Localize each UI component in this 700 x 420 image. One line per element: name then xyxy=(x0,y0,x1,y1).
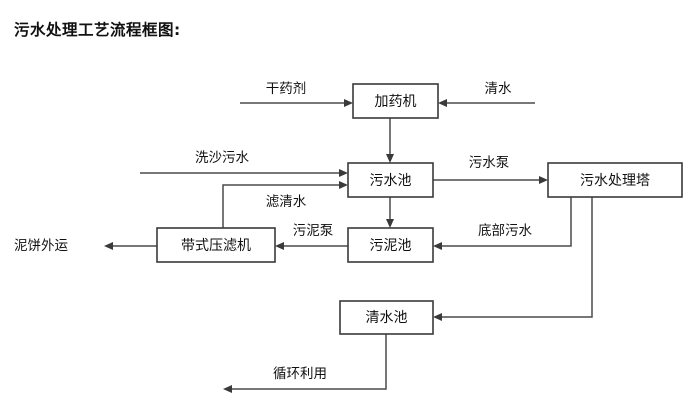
edge-dry-agent-to-dosing-machine: 干药剂 xyxy=(240,81,353,107)
node-treatment-tower[interactable]: 污水处理塔 xyxy=(547,162,683,198)
edge-label-recycle-use: 循环利用 xyxy=(273,366,327,382)
edge-sludge-pump-to-belt-filter: 污泥泵 xyxy=(275,223,348,250)
edge-label-sludge-pump: 污泥泵 xyxy=(293,223,334,239)
edge-label-dry-agent: 干药剂 xyxy=(266,81,307,97)
edge-bottom-sewage-to-sludge-pool: 底部污水 xyxy=(433,197,572,250)
edge-label-mud-cake-out: 泥饼外运 xyxy=(14,238,68,254)
edge-label-sewage-pump: 污水泵 xyxy=(469,155,510,171)
edge-label-sand-wash-sewage: 洗沙污水 xyxy=(195,150,249,166)
edge-clean-water-to-dosing-machine: 清水 xyxy=(438,81,535,107)
node-sewage-pool[interactable]: 污水池 xyxy=(347,162,434,198)
edge-treatment-tower-to-clean-water-pool xyxy=(433,197,593,321)
node-clean-water-pool[interactable]: 清水池 xyxy=(339,300,434,335)
node-label-belt-filter-press: 带式压滤机 xyxy=(181,238,251,254)
edge-sewage-pool-to-sludge-pool xyxy=(386,197,394,228)
node-label-dosing-machine: 加药机 xyxy=(375,94,417,110)
node-label-treatment-tower: 污水处理塔 xyxy=(580,173,650,189)
node-label-clean-water-pool: 清水池 xyxy=(366,310,408,326)
node-label-sewage-pool: 污水池 xyxy=(370,173,412,189)
edge-label-filtrate: 滤清水 xyxy=(266,194,307,210)
edge-label-clean-water-in: 清水 xyxy=(485,81,512,97)
edge-filtrate-to-sewage-pool: 滤清水 xyxy=(222,181,348,228)
edge-mud-cake-out: 泥饼外运 xyxy=(14,238,157,254)
node-dosing-machine[interactable]: 加药机 xyxy=(352,83,439,119)
node-belt-filter-press[interactable]: 带式压滤机 xyxy=(156,227,276,263)
edge-sewage-pump-to-treatment-tower: 污水泵 xyxy=(433,155,548,184)
node-label-sludge-pool: 污泥池 xyxy=(370,238,412,254)
node-sludge-pool[interactable]: 污泥池 xyxy=(347,227,434,263)
edge-sand-wash-sewage-to-sewage-pool: 洗沙污水 xyxy=(140,150,348,177)
edge-label-bottom-sewage: 底部污水 xyxy=(478,223,532,239)
page-title: 污水处理工艺流程框图: xyxy=(14,21,181,39)
edge-dosing-machine-to-sewage-pool xyxy=(386,118,394,163)
edge-recycle-use: 循环利用 xyxy=(223,334,387,393)
